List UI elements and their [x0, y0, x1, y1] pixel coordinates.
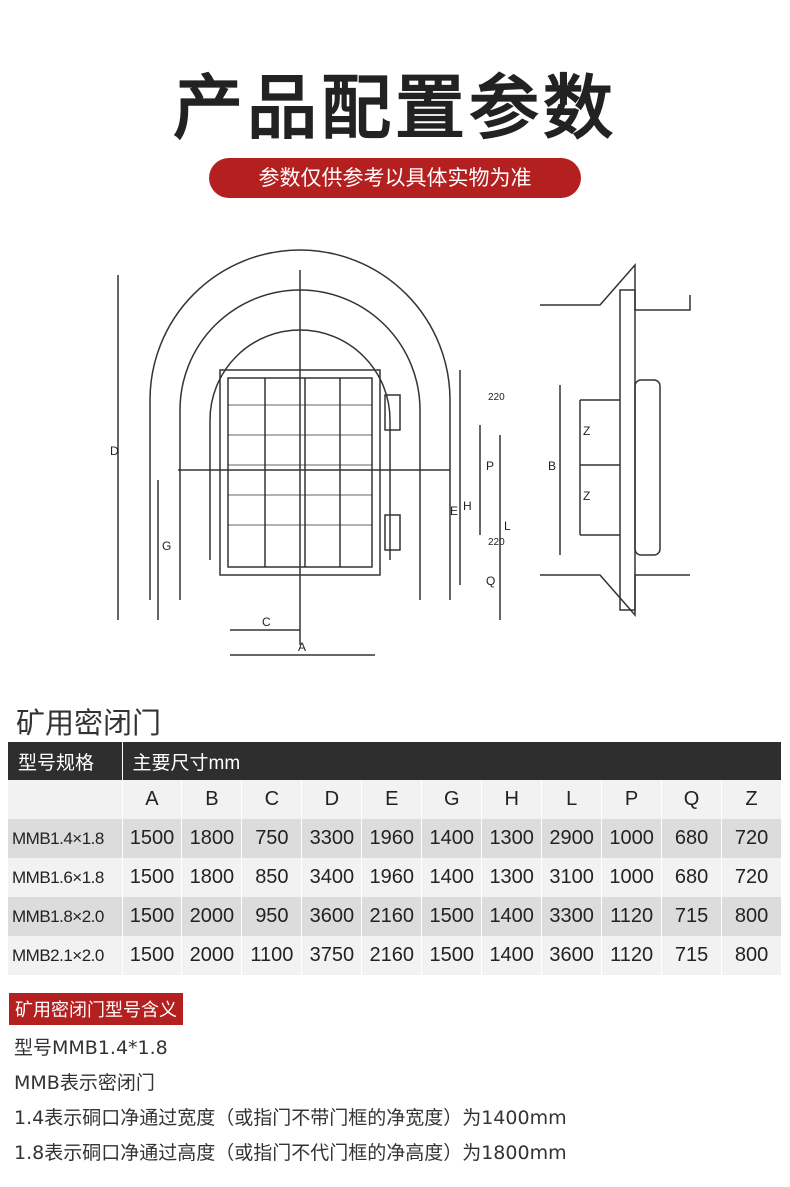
- value-cell: 1800: [181, 819, 243, 858]
- value-cell: 3600: [301, 897, 363, 936]
- col-header: P: [601, 780, 663, 819]
- subtitle-badge: 参数仅供参考以具体实物为准: [209, 158, 581, 198]
- dim-Z-1: Z: [583, 424, 590, 438]
- value-cell: 2000: [181, 897, 243, 936]
- col-header: H: [481, 780, 543, 819]
- meaning-line: 1.4表示硐口净通过宽度（或指门不带门框的净宽度）为1400mm: [14, 1107, 567, 1129]
- value-cell: 1500: [421, 936, 483, 975]
- value-cell: 720: [721, 858, 782, 897]
- value-cell: 1400: [481, 936, 543, 975]
- header-model: 型号规格: [8, 742, 123, 780]
- dim-A: A: [298, 640, 306, 654]
- dim-L: L: [504, 519, 511, 533]
- value-cell: 2160: [361, 936, 423, 975]
- dim-B: B: [548, 459, 556, 473]
- meaning-line: 1.8表示硐口净通过高度（或指门不代门框的净高度）为1800mm: [14, 1142, 567, 1164]
- dim-P: P: [486, 459, 494, 473]
- value-cell: 3100: [541, 858, 603, 897]
- value-cell: 1800: [181, 858, 243, 897]
- dim-E: E: [450, 504, 458, 518]
- value-cell: 950: [241, 897, 303, 936]
- value-cell: 850: [241, 858, 303, 897]
- model-cell: MMB1.8×2.0: [8, 897, 123, 936]
- value-cell: 1400: [421, 819, 483, 858]
- meaning-line: MMB表示密闭门: [14, 1072, 155, 1094]
- value-cell: 1960: [361, 858, 423, 897]
- dim-H: H: [463, 499, 472, 513]
- empty-cell: [8, 780, 123, 819]
- value-cell: 680: [661, 819, 723, 858]
- model-cell: MMB1.4×1.8: [8, 819, 123, 858]
- value-cell: 3300: [301, 819, 363, 858]
- door-diagram: D G C A E H P Q L 220 220 B Z Z: [110, 249, 691, 656]
- value-cell: 1400: [421, 858, 483, 897]
- value-cell: 1960: [361, 819, 423, 858]
- value-cell: 1300: [481, 858, 543, 897]
- meaning-badge: 矿用密闭门型号含义: [9, 993, 183, 1025]
- col-header: Q: [661, 780, 723, 819]
- col-header: G: [421, 780, 483, 819]
- dim-220-bottom: 220: [488, 537, 505, 548]
- col-header: A: [122, 780, 183, 819]
- value-cell: 1500: [122, 897, 183, 936]
- value-cell: 1000: [601, 819, 663, 858]
- value-cell: 750: [241, 819, 303, 858]
- col-header: D: [301, 780, 363, 819]
- col-header: C: [241, 780, 303, 819]
- dim-Z-2: Z: [583, 489, 590, 503]
- value-cell: 3300: [541, 897, 603, 936]
- dim-G: G: [162, 539, 171, 553]
- value-cell: 3400: [301, 858, 363, 897]
- value-cell: 720: [721, 819, 782, 858]
- table-header-row: 型号规格 主要尺寸mm: [8, 742, 782, 780]
- col-header: L: [541, 780, 603, 819]
- value-cell: 1120: [601, 936, 663, 975]
- value-cell: 1500: [122, 858, 183, 897]
- header-dimensions: 主要尺寸mm: [122, 742, 782, 780]
- section-title: 矿用密闭门: [16, 706, 162, 740]
- spec-table: 型号规格 主要尺寸mm A B C D E G H L P Q Z MMB1.4…: [8, 742, 782, 975]
- dim-C: C: [262, 615, 271, 629]
- value-cell: 1000: [601, 858, 663, 897]
- value-cell: 3750: [301, 936, 363, 975]
- col-header: E: [361, 780, 423, 819]
- page-title: 产品配置参数: [173, 67, 617, 149]
- model-cell: MMB1.6×1.8: [8, 858, 123, 897]
- value-cell: 1120: [601, 897, 663, 936]
- dim-D: D: [110, 444, 119, 458]
- value-cell: 1400: [481, 897, 543, 936]
- value-cell: 715: [661, 936, 723, 975]
- col-header: B: [181, 780, 243, 819]
- value-cell: 1100: [241, 936, 303, 975]
- value-cell: 715: [661, 897, 723, 936]
- value-cell: 800: [721, 936, 782, 975]
- value-cell: 1500: [122, 819, 183, 858]
- value-cell: 680: [661, 858, 723, 897]
- value-cell: 1300: [481, 819, 543, 858]
- meaning-line: 型号MMB1.4*1.8: [14, 1037, 168, 1059]
- value-cell: 1500: [122, 936, 183, 975]
- column-letters-row: A B C D E G H L P Q Z: [8, 780, 782, 819]
- col-header: Z: [721, 780, 782, 819]
- dim-220-top: 220: [488, 392, 505, 403]
- value-cell: 1500: [421, 897, 483, 936]
- value-cell: 2900: [541, 819, 603, 858]
- value-cell: 2160: [361, 897, 423, 936]
- value-cell: 3600: [541, 936, 603, 975]
- value-cell: 2000: [181, 936, 243, 975]
- dim-Q: Q: [486, 574, 495, 588]
- value-cell: 800: [721, 897, 782, 936]
- model-cell: MMB2.1×2.0: [8, 936, 123, 975]
